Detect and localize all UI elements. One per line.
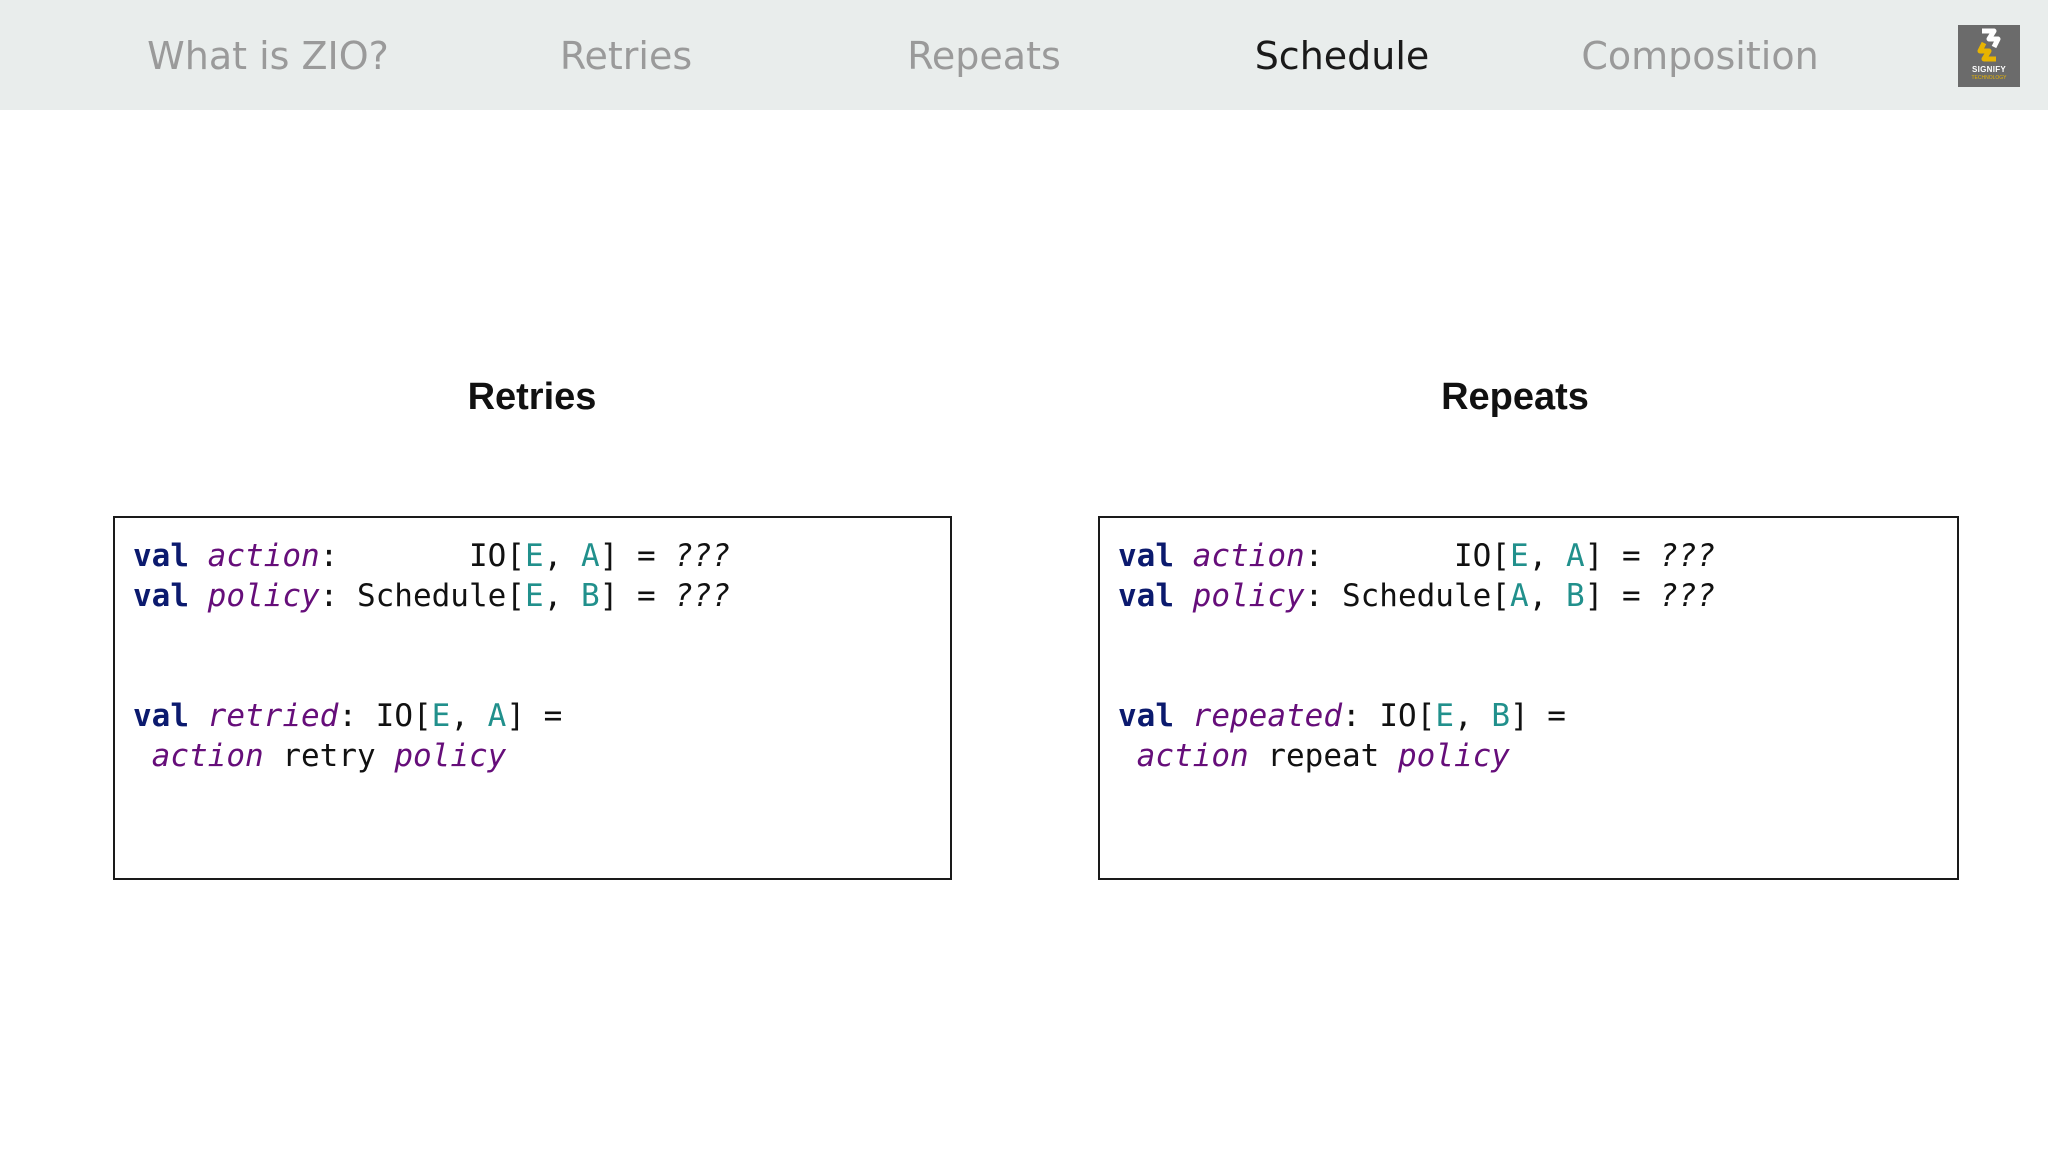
repeats-code-box: val action: IO[E, A] = ??? val policy: S… [1098,516,1959,880]
repeats-title: Repeats [1441,376,1589,418]
retries-title: Retries [467,376,597,418]
code-line-2: val policy: Schedule[A, B] = ??? [1118,578,1716,614]
retries-code-box: val action: IO[E, A] = ??? val policy: S… [113,516,952,880]
top-navigation-bar: What is ZIO? Retries Repeats Schedule Co… [0,0,2048,110]
nav-item-what-is-zio[interactable]: What is ZIO? [147,34,389,78]
code-line-1: val action: IO[E, A] = ??? [133,538,731,574]
nav-item-retries[interactable]: Retries [559,34,693,78]
logo-mark-icon [1977,28,2001,62]
signify-logo: SIGNIFY TECHNOLOGY [1958,25,2020,87]
nav-item-repeats[interactable]: Repeats [907,34,1061,78]
logo-subtext: TECHNOLOGY [1971,75,2007,81]
code-line-1: val action: IO[E, A] = ??? [1118,538,1716,574]
code-line-3: val repeated: IO[E, B] = [1118,698,1566,734]
nav-item-schedule[interactable]: Schedule [1254,34,1430,78]
code-line-2: val policy: Schedule[E, B] = ??? [133,578,731,614]
code-line-4: action repeat policy [1136,738,1510,774]
repeats-code: val action: IO[E, A] = ??? val policy: S… [1118,536,1715,776]
logo-text: SIGNIFY [1971,65,2007,74]
code-line-4: action retry policy [151,738,507,774]
retries-code: val action: IO[E, A] = ??? val policy: S… [133,536,730,776]
nav-item-composition[interactable]: Composition [1581,34,1819,78]
code-line-3: val retried: IO[E, A] = [133,698,563,734]
